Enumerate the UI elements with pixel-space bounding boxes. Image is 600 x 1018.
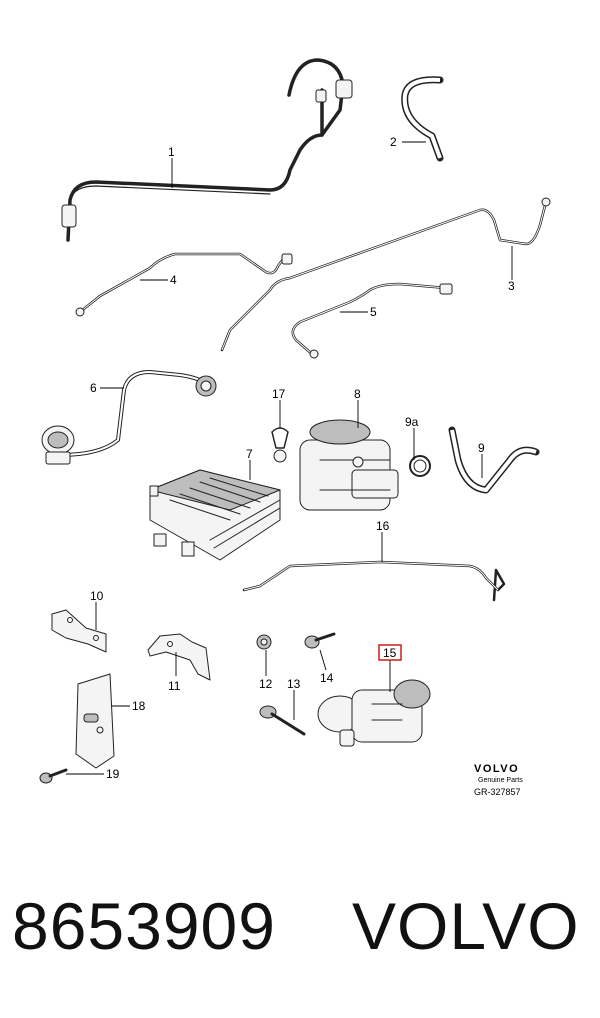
callout-10: 10 — [90, 589, 104, 603]
part-14-bolt — [304, 632, 336, 649]
part-16-line — [242, 560, 506, 602]
part-3-pipe — [220, 197, 551, 352]
part-11-bracket — [147, 633, 211, 681]
callout-15-highlight-box — [378, 644, 402, 661]
callout-14: 14 — [320, 671, 334, 685]
part-8-valve — [299, 419, 399, 511]
callouts: 1 2 3 4 5 6 7 8 9a 9 16 17 10 11 12 13 1… — [90, 135, 515, 781]
brand-name: VOLVO — [352, 889, 580, 963]
part-15-purge-valve — [317, 679, 431, 747]
part-9a-clamp — [409, 455, 431, 477]
callout-4: 4 — [170, 273, 177, 287]
part-13-bolt — [259, 705, 306, 736]
footer: 8653909 VOLVO — [0, 880, 600, 1000]
part-9-hose — [448, 426, 540, 494]
part-17-clip — [271, 427, 289, 463]
brand-block: VOLVO Genuine Parts GR-327857 — [474, 763, 523, 797]
parts-diagram: 1 2 3 4 5 6 7 8 9a 9 16 17 10 11 12 13 1… — [39, 58, 551, 797]
diagram-reference: GR-327857 — [474, 787, 521, 797]
part-6-filler-hose — [41, 370, 217, 465]
callout-9: 9 — [478, 441, 485, 455]
brand-subtitle: Genuine Parts — [478, 777, 523, 784]
callout-16: 16 — [376, 519, 390, 533]
part-2-elbow-hose — [401, 76, 444, 162]
callout-2: 2 — [390, 135, 397, 149]
callout-13: 13 — [287, 677, 301, 691]
callout-11: 11 — [168, 679, 181, 693]
part-1-hose — [61, 58, 353, 242]
part-4-pipe — [75, 252, 293, 317]
callout-19: 19 — [106, 767, 120, 781]
callout-1: 1 — [168, 145, 175, 159]
leader-lines — [66, 141, 513, 775]
callout-9a: 9a — [405, 415, 419, 429]
callout-6: 6 — [90, 381, 97, 395]
callout-5: 5 — [370, 305, 377, 319]
part-10-bracket — [51, 609, 107, 653]
callout-12: 12 — [259, 677, 273, 691]
brand-logo: VOLVO — [474, 763, 519, 775]
part-19-bolt — [39, 768, 68, 784]
callout-7: 7 — [246, 447, 253, 461]
part-12-nut — [256, 634, 272, 650]
part-7-canister — [149, 469, 281, 561]
callout-8: 8 — [354, 387, 361, 401]
callout-15: 15 — [383, 646, 397, 660]
callout-3: 3 — [508, 279, 515, 293]
part-18-bracket — [75, 673, 115, 769]
callout-17: 17 — [272, 387, 286, 401]
part-number: 8653909 — [12, 889, 276, 963]
callout-18: 18 — [132, 699, 146, 713]
part-5-pipe — [291, 282, 453, 359]
